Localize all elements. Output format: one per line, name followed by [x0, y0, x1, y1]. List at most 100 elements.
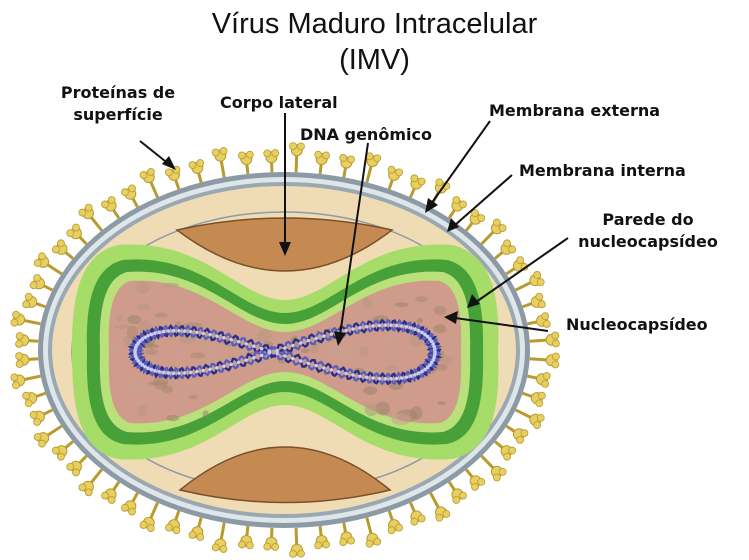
- texture-spot: [395, 302, 409, 307]
- dna-base: [157, 370, 161, 374]
- dna-base: [202, 369, 206, 373]
- dna-base: [365, 375, 369, 379]
- surface-protein: [523, 293, 546, 308]
- dna-base: [237, 340, 241, 344]
- surface-protein: [11, 374, 41, 389]
- label-genomic-dna: DNA genômico: [300, 124, 432, 146]
- texture-spot: [384, 338, 391, 344]
- dna-base: [195, 370, 199, 374]
- dna-base: [215, 334, 219, 338]
- dna-base: [222, 364, 226, 368]
- dna-base: [260, 354, 264, 358]
- surface-protein: [388, 511, 403, 534]
- label-surface-proteins-line-2: superfície: [48, 104, 188, 126]
- surface-protein: [212, 523, 227, 553]
- texture-spot: [116, 314, 124, 321]
- surface-protein: [315, 526, 330, 549]
- dna-base: [413, 373, 417, 377]
- dna-base: [389, 323, 393, 327]
- surface-protein: [466, 470, 484, 491]
- dna-base: [222, 336, 226, 340]
- dna-base: [150, 333, 154, 337]
- label-lateral-body: Corpo lateral: [220, 92, 338, 114]
- surface-protein: [449, 482, 466, 504]
- surface-protein: [102, 482, 119, 504]
- dna-base: [395, 377, 399, 381]
- dna-base: [244, 358, 248, 362]
- texture-spot: [138, 402, 145, 407]
- dna-base: [405, 325, 409, 329]
- dna-base: [405, 375, 409, 379]
- dna-base: [183, 329, 187, 333]
- texture-spot: [207, 347, 214, 355]
- dna-base: [167, 329, 171, 333]
- label-surface-proteins-line-1: Proteínas de: [48, 82, 188, 104]
- texture-spot: [363, 386, 377, 394]
- surface-protein: [366, 518, 381, 548]
- texture-spot: [433, 324, 446, 333]
- dna-base: [344, 329, 348, 333]
- surface-protein: [527, 313, 550, 328]
- texture-spot: [330, 347, 351, 358]
- dna-base: [365, 325, 369, 329]
- surface-protein: [165, 511, 180, 534]
- texture-spot: [190, 352, 205, 358]
- dna-base: [208, 368, 212, 372]
- dna-base: [417, 329, 421, 333]
- dna-base: [337, 370, 341, 374]
- dna-base: [409, 326, 413, 330]
- texture-spot: [301, 349, 310, 354]
- texture-spot: [385, 366, 400, 371]
- surface-protein: [506, 426, 528, 443]
- dna-base: [153, 369, 157, 373]
- texture-spot: [166, 415, 179, 421]
- surface-protein: [212, 148, 227, 178]
- label-inner-membrane: Membrana interna: [519, 160, 686, 182]
- dna-base: [330, 332, 334, 336]
- dna-base: [322, 366, 326, 370]
- surface-protein: [315, 151, 330, 174]
- surface-protein: [16, 332, 39, 347]
- surface-protein: [516, 410, 545, 429]
- dna-base: [177, 371, 181, 375]
- dna-base: [291, 344, 295, 348]
- dna-base: [153, 331, 157, 335]
- dna-base: [183, 371, 187, 375]
- dna-base: [378, 324, 382, 328]
- surface-protein: [30, 410, 52, 426]
- dna-base: [299, 359, 303, 363]
- texture-spot: [437, 401, 446, 405]
- texture-spot: [257, 329, 272, 342]
- dna-base: [229, 363, 233, 367]
- pointer-outer-membrane: [431, 121, 490, 204]
- surface-protein: [340, 154, 355, 177]
- dna-base: [189, 371, 193, 375]
- texture-spot: [114, 325, 130, 330]
- texture-spot: [155, 313, 168, 318]
- dna-base: [268, 349, 272, 353]
- surface-protein: [506, 257, 528, 274]
- dna-base: [252, 356, 256, 360]
- dna-base: [150, 368, 154, 372]
- surface-protein: [67, 456, 87, 476]
- surface-protein: [264, 528, 279, 551]
- texture-spot: [178, 354, 189, 358]
- surface-protein: [340, 523, 355, 546]
- dna-base: [195, 331, 199, 335]
- dna-base: [237, 361, 241, 365]
- surface-protein: [238, 526, 253, 549]
- label-outer-membrane: Membrana externa: [489, 100, 660, 122]
- dna-base: [283, 346, 287, 350]
- surface-protein: [30, 275, 52, 291]
- surface-protein: [165, 166, 180, 189]
- dna-base: [423, 333, 427, 337]
- dna-base: [314, 364, 318, 368]
- dna-base: [371, 376, 375, 380]
- texture-spot: [434, 306, 447, 316]
- surface-protein: [527, 373, 550, 388]
- label-nucleocapsid: Nucleocapsídeo: [566, 314, 708, 336]
- dna-base: [167, 371, 171, 375]
- dna-base: [157, 330, 161, 334]
- surface-protein: [11, 311, 41, 326]
- surface-protein: [431, 493, 450, 521]
